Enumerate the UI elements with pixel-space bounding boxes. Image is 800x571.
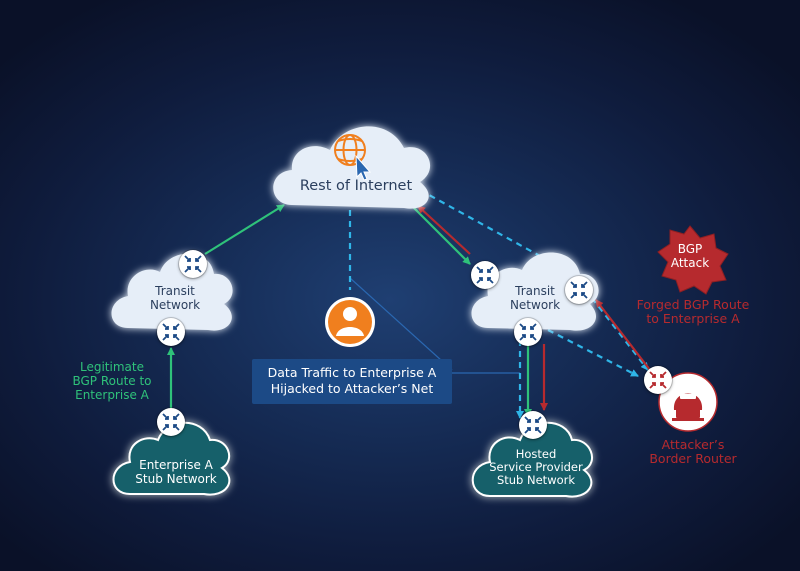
- traffic-internet-to-right-router: [419, 189, 581, 279]
- transit-right-label: Transit Network: [509, 284, 561, 312]
- cloud-transit-right: [471, 252, 599, 331]
- forged-route-arrows: [417, 205, 651, 411]
- forged-route-label: Forged BGP Route to Enterprise A: [636, 297, 750, 327]
- hosted-provider-label: Hosted Service Provider Stub Network: [489, 447, 583, 488]
- bgp-attack-burst: [657, 225, 729, 295]
- router-arrows-icon: [519, 411, 547, 439]
- hijack-callout: Data Traffic to Enterprise A Hijacked to…: [252, 359, 452, 404]
- router-arrows-icon: [514, 318, 542, 346]
- enterprise-a-label: Enterprise A Stub Network: [135, 458, 217, 486]
- router-arrows-icon: [179, 250, 207, 278]
- traffic-transit-to-attacker: [547, 329, 639, 377]
- router-arrows-icon: [644, 366, 672, 394]
- callout-connectors: [349, 277, 520, 374]
- attacker-router-label: Attacker’s Border Router: [649, 437, 737, 467]
- red-arrow-right-transit-to-internet: [417, 205, 471, 255]
- cloud-rest-of-internet: [273, 126, 431, 209]
- hijacked-data-traffic-paths: [348, 189, 649, 419]
- router-arrows-icon: [471, 261, 499, 289]
- green-arrow-internet-to-right-transit: [409, 203, 471, 265]
- green-arrow-left-transit-to-internet: [204, 204, 285, 255]
- transit-left-label: Transit Network: [149, 284, 201, 312]
- bgp-attack-label: BGP Attack: [670, 242, 710, 270]
- traffic-router-to-attacker: [591, 297, 649, 371]
- legitimate-route-label: Legitimate BGP Route to Enterprise A: [72, 360, 152, 402]
- legitimate-route-arrows: [167, 203, 532, 417]
- internet-cloud-label: Rest of Internet: [299, 178, 413, 194]
- router-arrows-icon: [565, 276, 593, 304]
- red-arrow-attacker-to-transit: [595, 299, 651, 371]
- router-arrows-icon: [157, 318, 185, 346]
- router-arrows-icon: [157, 408, 185, 436]
